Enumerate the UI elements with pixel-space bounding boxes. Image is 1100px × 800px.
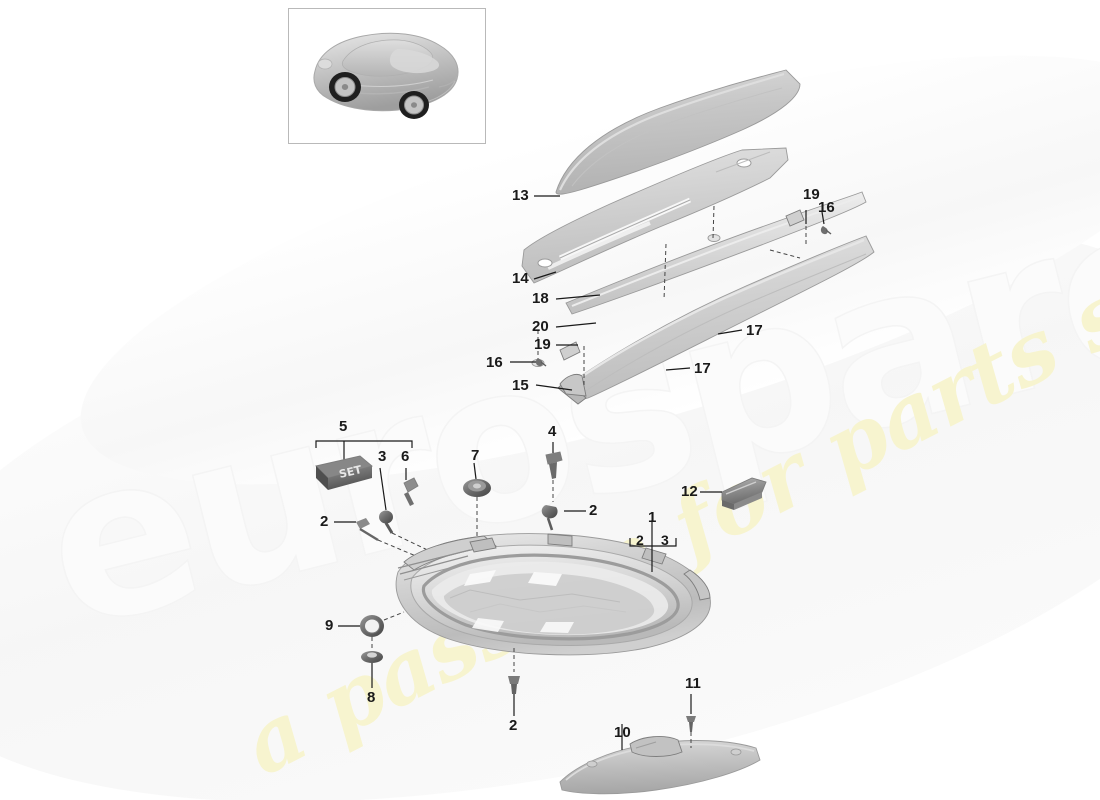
part-5-set-block: SET bbox=[315, 455, 373, 490]
part-8-washer bbox=[361, 651, 383, 663]
leader-3 bbox=[379, 467, 387, 511]
part-2-bolt-bottom bbox=[508, 676, 520, 694]
leader-7 bbox=[473, 462, 477, 480]
callout-6: 6 bbox=[401, 448, 410, 465]
callout-15: 15 bbox=[512, 377, 529, 394]
part-16-clip-upper bbox=[820, 226, 832, 235]
callout-19-lower: 19 bbox=[534, 336, 551, 353]
part-6-screw bbox=[403, 477, 419, 506]
callout-10: 10 bbox=[614, 724, 631, 741]
callout-1: 1 bbox=[648, 509, 657, 526]
leader-20 bbox=[555, 322, 597, 328]
callout-2-right: 2 bbox=[589, 502, 598, 519]
part-2-nut-right bbox=[541, 505, 558, 531]
leader-17-left bbox=[665, 367, 691, 371]
callout-2-left: 2 bbox=[320, 513, 329, 530]
part-3-ball-stud bbox=[379, 510, 394, 534]
callout-3: 3 bbox=[378, 448, 387, 465]
callout-7: 7 bbox=[471, 447, 480, 464]
callout-5: 5 bbox=[339, 418, 348, 435]
callout-17-left: 17 bbox=[694, 360, 711, 377]
part-9-nut bbox=[360, 615, 384, 637]
axis-9 bbox=[383, 611, 405, 621]
part-11-screw bbox=[686, 716, 696, 732]
callout-13: 13 bbox=[512, 187, 529, 204]
callout-16-upper: 16 bbox=[818, 199, 835, 216]
part-2-nut-left bbox=[356, 518, 379, 542]
callout-14: 14 bbox=[512, 270, 529, 287]
callout-4: 4 bbox=[548, 423, 557, 440]
callout-11: 11 bbox=[685, 675, 701, 692]
callout-2-bottom: 2 bbox=[509, 717, 518, 734]
callout-16-lower: 16 bbox=[486, 354, 503, 371]
axis-16-a bbox=[769, 249, 801, 259]
part-16-clip-lower bbox=[535, 358, 547, 367]
part-14-carrier-plate bbox=[521, 147, 789, 284]
part-4-bolt bbox=[545, 451, 563, 479]
callout-12: 12 bbox=[681, 483, 698, 500]
bracket-5 bbox=[315, 440, 413, 448]
callout-18: 18 bbox=[532, 290, 549, 307]
part-7-grommet bbox=[463, 479, 491, 497]
part-1-tail-light-assembly bbox=[395, 533, 711, 656]
axis-17-b bbox=[712, 205, 715, 239]
callout-9: 9 bbox=[325, 617, 334, 634]
callout-8: 8 bbox=[367, 689, 376, 706]
callout-1-sub-2: 2 bbox=[636, 532, 644, 548]
part-12-clip bbox=[721, 477, 767, 510]
callout-17-right: 17 bbox=[746, 322, 763, 339]
callout-20: 20 bbox=[532, 318, 549, 335]
part-10-rear-reflector bbox=[559, 736, 761, 795]
callout-1-sub-3: 3 bbox=[661, 532, 669, 548]
